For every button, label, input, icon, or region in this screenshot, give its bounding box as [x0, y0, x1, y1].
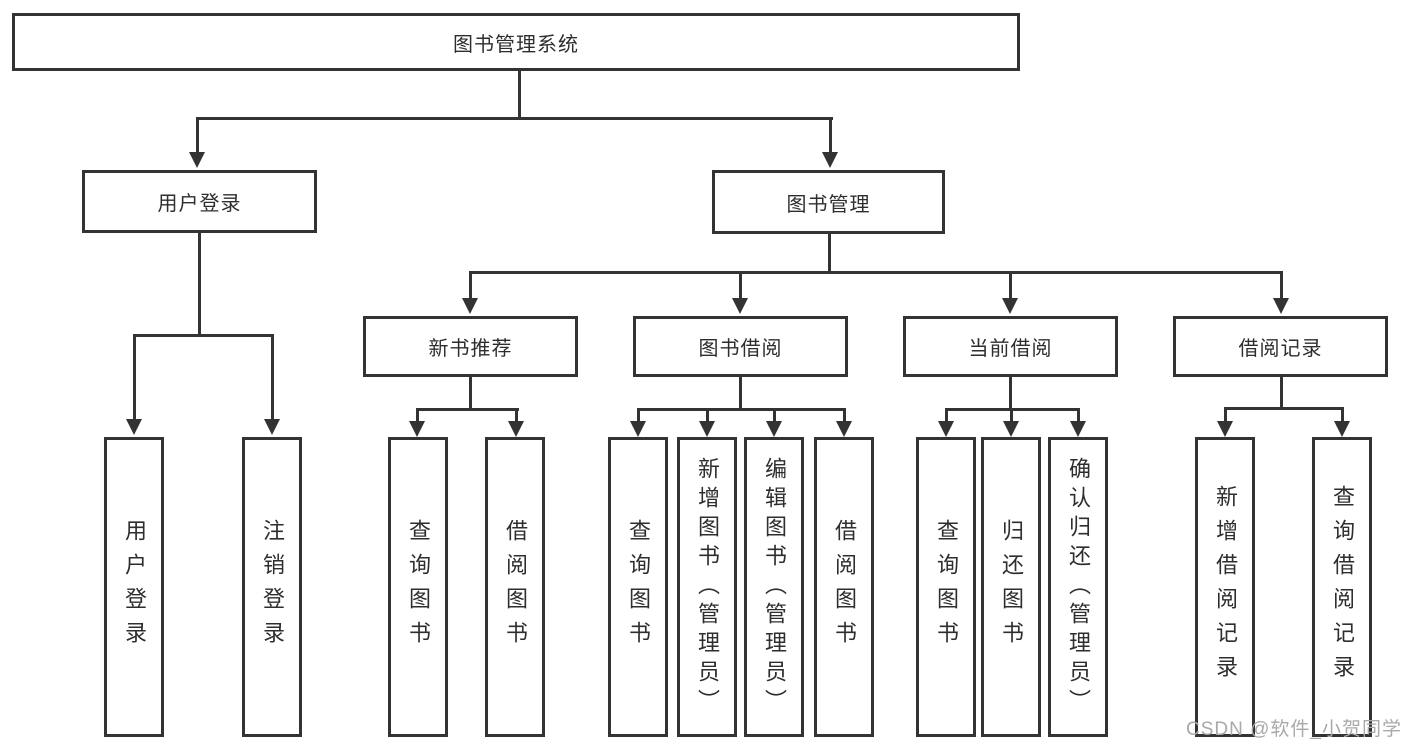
connector-line: [469, 377, 472, 410]
leaf-borrow-add-books-admin-label: 新增图书（管理员）: [695, 456, 720, 718]
arrow-down-icon: [508, 421, 524, 437]
arrow-down-icon: [126, 419, 142, 435]
connector-line: [515, 408, 518, 423]
leaf-current-return-books: 归还图书: [981, 437, 1041, 737]
connector-line: [1077, 408, 1080, 423]
node-user-login-label: 用户登录: [157, 193, 242, 215]
leaf-records-add-record-label: 新增借阅记录: [1213, 485, 1238, 689]
arrow-down-icon: [1070, 421, 1086, 437]
leaf-recommend-borrow-books-label: 借阅图书: [503, 519, 528, 655]
connector-line: [416, 408, 419, 423]
connector-line: [739, 377, 742, 410]
leaf-borrow-edit-books-admin: 编辑图书（管理员）: [744, 437, 804, 737]
leaf-borrow-query-books-label: 查询图书: [626, 519, 651, 655]
arrow-down-icon: [732, 298, 748, 314]
node-book-management-label: 图书管理: [786, 193, 871, 216]
connector-line: [843, 408, 846, 423]
leaf-user-login: 用户登录: [104, 437, 164, 737]
arrow-down-icon: [189, 152, 205, 168]
node-current-borrow: 当前借阅: [903, 316, 1118, 377]
connector-line: [1009, 377, 1012, 410]
leaf-borrow-query-books: 查询图书: [608, 437, 668, 737]
arrow-down-icon: [699, 421, 715, 437]
arrow-down-icon: [409, 421, 425, 437]
arrow-down-icon: [264, 419, 280, 435]
arrow-down-icon: [1217, 421, 1233, 437]
node-root: 图书管理系统: [12, 13, 1020, 71]
connector-line: [469, 271, 1283, 274]
arrow-down-icon: [1003, 421, 1019, 437]
connector-line: [416, 408, 519, 411]
leaf-current-return-books-label: 归还图书: [999, 519, 1024, 655]
connector-line: [637, 408, 846, 411]
node-current-borrow-label: 当前借阅: [968, 338, 1053, 360]
leaf-current-confirm-return-admin-label: 确认归还（管理员）: [1066, 456, 1091, 718]
connector-line: [196, 117, 199, 154]
node-borrow-records-label: 借阅记录: [1238, 338, 1323, 360]
connector-line: [637, 408, 640, 423]
leaf-records-add-record: 新增借阅记录: [1195, 437, 1255, 737]
node-book-borrow-label: 图书借阅: [698, 338, 783, 360]
connector-line: [1280, 271, 1283, 300]
connector-line: [469, 271, 472, 300]
arrow-down-icon: [766, 421, 782, 437]
node-new-book-recommend-label: 新书推荐: [428, 338, 513, 360]
connector-line: [1224, 407, 1227, 423]
connector-line: [1341, 407, 1344, 423]
leaf-records-query-record: 查询借阅记录: [1312, 437, 1372, 737]
connector-line: [196, 117, 833, 120]
leaf-recommend-query-books-label: 查询图书: [406, 519, 431, 655]
csdn-watermark: CSDN @软件_小贺同学: [1186, 719, 1402, 740]
node-root-label: 图书管理系统: [453, 33, 579, 56]
connector-line: [945, 408, 948, 423]
connector-line: [773, 408, 776, 423]
leaf-borrow-borrow-books-label: 借阅图书: [832, 519, 857, 655]
connector-line: [739, 271, 742, 300]
connector-line: [198, 233, 201, 337]
leaf-records-query-record-label: 查询借阅记录: [1330, 485, 1355, 689]
connector-line: [518, 71, 521, 120]
arrow-down-icon: [1273, 298, 1289, 314]
node-book-borrow: 图书借阅: [633, 316, 848, 377]
arrow-down-icon: [836, 421, 852, 437]
leaf-logout: 注销登录: [242, 437, 302, 737]
connector-line: [829, 117, 832, 154]
connector-line: [1009, 271, 1012, 300]
leaf-current-query-books: 查询图书: [916, 437, 976, 737]
leaf-current-confirm-return-admin: 确认归还（管理员）: [1048, 437, 1108, 737]
arrow-down-icon: [630, 421, 646, 437]
leaf-user-login-label: 用户登录: [122, 519, 147, 655]
connector-line: [133, 334, 274, 337]
leaf-recommend-borrow-books: 借阅图书: [485, 437, 545, 737]
arrow-down-icon: [462, 298, 478, 314]
leaf-borrow-edit-books-admin-label: 编辑图书（管理员）: [762, 456, 787, 718]
node-user-login: 用户登录: [82, 170, 317, 233]
connector-line: [828, 234, 831, 274]
connector-line: [133, 334, 136, 421]
node-borrow-records: 借阅记录: [1173, 316, 1388, 377]
connector-line: [1010, 408, 1013, 423]
leaf-borrow-borrow-books: 借阅图书: [814, 437, 874, 737]
connector-line: [706, 408, 709, 423]
arrow-down-icon: [938, 421, 954, 437]
connector-line: [1224, 407, 1344, 410]
leaf-logout-label: 注销登录: [260, 519, 285, 655]
connector-line: [1280, 377, 1283, 409]
arrow-down-icon: [1334, 421, 1350, 437]
node-new-book-recommend: 新书推荐: [363, 316, 578, 377]
arrow-down-icon: [1002, 298, 1018, 314]
arrow-down-icon: [822, 152, 838, 168]
leaf-current-query-books-label: 查询图书: [934, 519, 959, 655]
leaf-recommend-query-books: 查询图书: [388, 437, 448, 737]
leaf-borrow-add-books-admin: 新增图书（管理员）: [677, 437, 737, 737]
connector-line: [271, 334, 274, 421]
node-book-management: 图书管理: [712, 170, 945, 234]
